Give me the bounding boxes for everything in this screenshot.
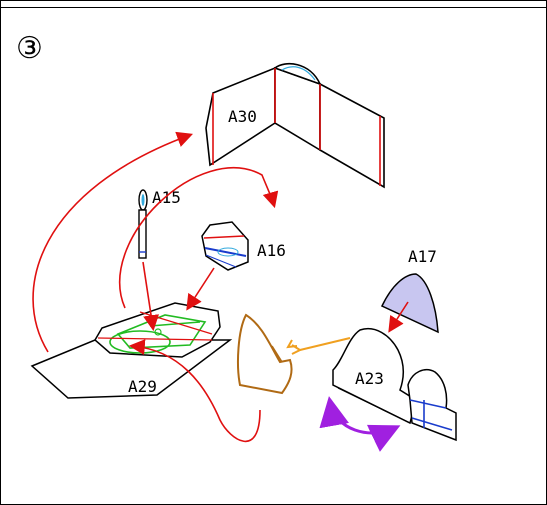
step-number: ③ <box>16 31 43 66</box>
arrow-a29-to-a30-right <box>118 167 279 309</box>
label-a29: A29 <box>128 377 157 396</box>
red-arrows <box>32 131 409 443</box>
label-a17: A17 <box>408 247 437 266</box>
arrow-a17-to-a23 <box>388 301 409 333</box>
label-a30: A30 <box>228 107 257 126</box>
arrow-purple-fold <box>319 396 401 452</box>
top-border <box>0 0 547 8</box>
part-a23 <box>332 328 457 442</box>
arrow-a29-to-a30 <box>32 131 194 353</box>
part-a16 <box>201 221 249 271</box>
label-a16: A16 <box>257 241 286 260</box>
arrow-a15-to-a29 <box>142 261 159 332</box>
part-a17 <box>380 273 439 334</box>
label-a23: A23 <box>355 369 384 388</box>
part-a30 <box>205 62 385 189</box>
part-a15 <box>138 189 148 259</box>
arrow-a16-to-a29 <box>186 267 215 311</box>
arrow-orange <box>286 337 351 355</box>
label-a15: A15 <box>152 188 181 207</box>
arrow-curl-under <box>128 339 261 443</box>
part-brown-shell <box>237 313 293 395</box>
